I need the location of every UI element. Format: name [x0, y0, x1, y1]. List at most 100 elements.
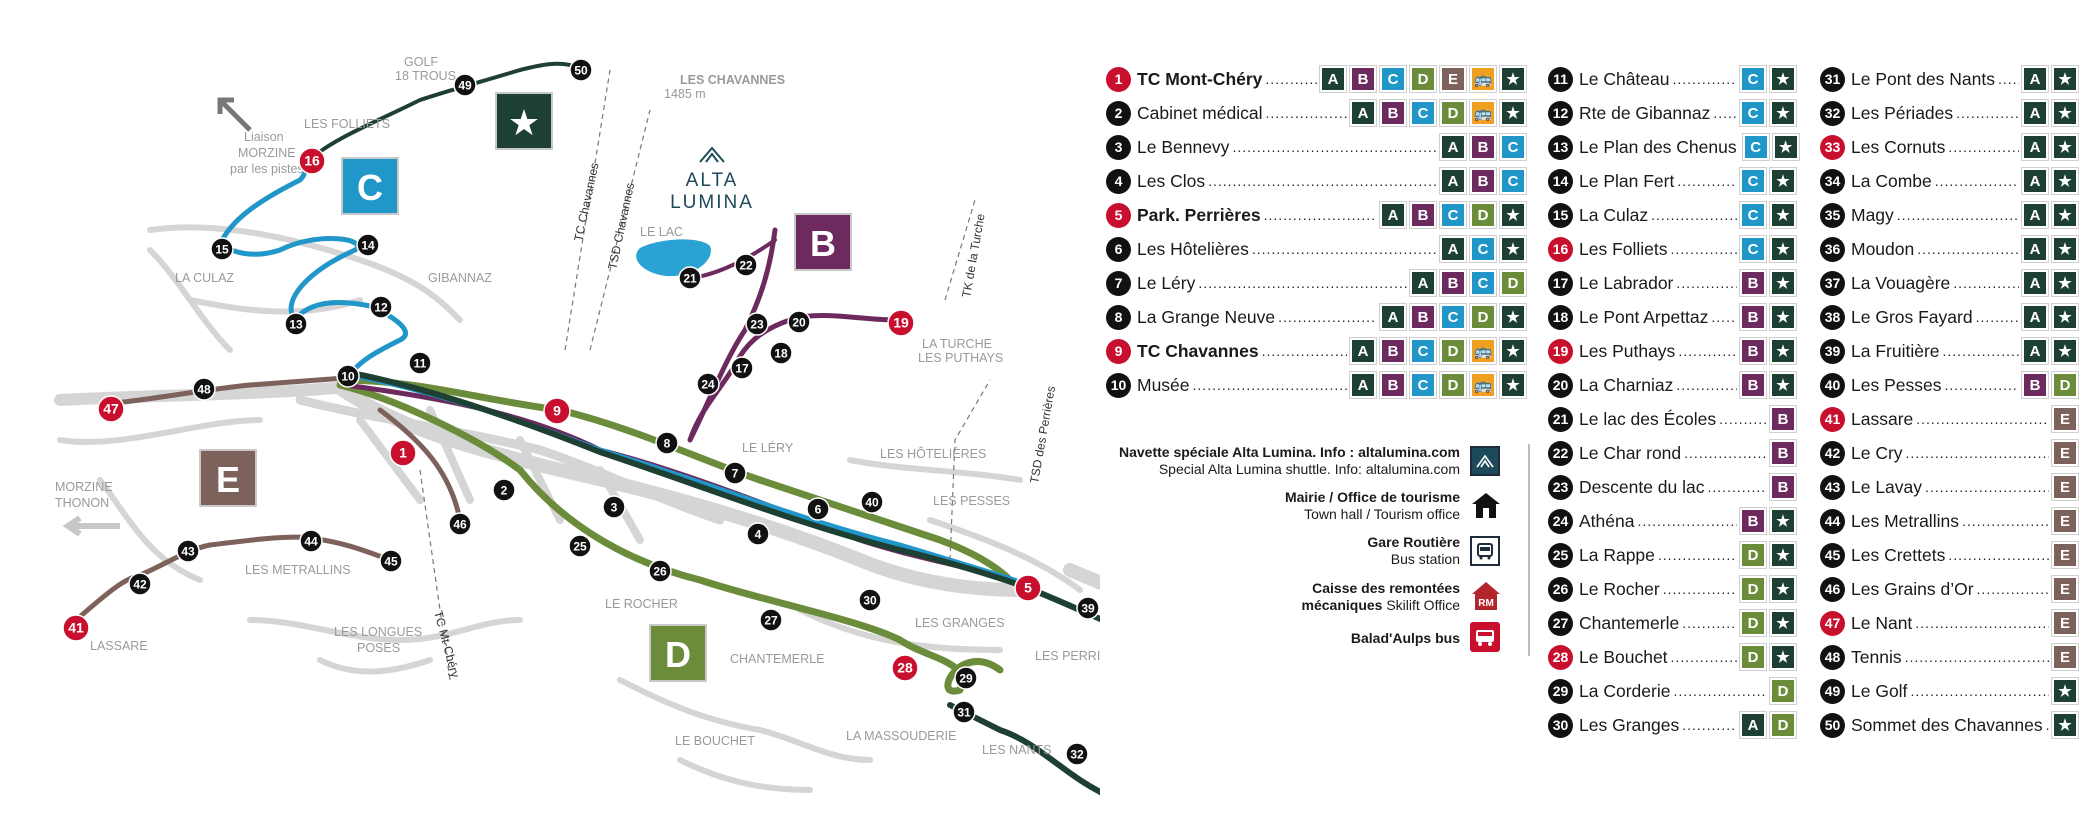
stop-marker-44[interactable]: 44 [299, 529, 323, 553]
line-badge-b: B [2021, 371, 2049, 399]
stop-marker-4[interactable]: 4 [746, 522, 770, 546]
place-label-turche2: LES PUTHAYS [918, 351, 1003, 365]
leader-dots [1676, 377, 1737, 393]
leader-dots [1925, 479, 2049, 495]
stop-marker-11[interactable]: 11 [408, 351, 432, 375]
line-badge-d: D [1439, 99, 1467, 127]
stop-marker-43[interactable]: 43 [176, 539, 200, 563]
stop-marker-41[interactable]: 41 [62, 614, 90, 642]
place-label-hotelieres: LES HÔTELIÈRES [880, 446, 986, 461]
line-badge-star: ★ [2051, 65, 2079, 93]
stop-marker-48[interactable]: 48 [192, 377, 216, 401]
stop-marker-47[interactable]: 47 [97, 395, 125, 423]
stop-marker-50[interactable]: 50 [569, 58, 593, 82]
stop-marker-9[interactable]: 9 [543, 397, 571, 425]
stop-marker-21[interactable]: 21 [678, 266, 702, 290]
stop-number-badge: 2 [1106, 100, 1131, 126]
stop-marker-number: 29 [959, 672, 973, 686]
stop-number-badge: 48 [1820, 644, 1845, 670]
leader-dots [1977, 581, 2049, 597]
key-gare-title: Gare Routière [1367, 534, 1460, 550]
stop-number-badge: 42 [1820, 440, 1845, 466]
stop-marker-circle [655, 431, 679, 455]
stop-marker-49[interactable]: 49 [453, 73, 477, 97]
stop-marker-31[interactable]: 31 [952, 700, 976, 724]
stop-marker-40[interactable]: 40 [860, 490, 884, 514]
stop-marker-25[interactable]: 25 [568, 534, 592, 558]
stop-row-3: 3Le BennevyABC [1106, 130, 1527, 164]
stop-marker-6[interactable]: 6 [806, 497, 830, 521]
place-label-metrallins: LES METRALLINS [245, 563, 351, 577]
stop-marker-13[interactable]: 13 [284, 312, 308, 336]
stop-name: La Culaz [1579, 204, 1649, 225]
leader-dots [1265, 105, 1347, 121]
stop-marker-17[interactable]: 17 [730, 356, 754, 380]
stop-marker-26[interactable]: 26 [648, 559, 672, 583]
stop-marker-15[interactable]: 15 [210, 237, 234, 261]
stop-marker-3[interactable]: 3 [602, 495, 626, 519]
stop-marker-circle [954, 666, 978, 690]
stop-marker-27[interactable]: 27 [759, 608, 783, 632]
stop-marker-32[interactable]: 32 [1065, 742, 1089, 766]
key-caisse-sub: Skilift Office [1386, 597, 1460, 613]
stop-marker-number: 48 [197, 383, 211, 397]
line-badge-b: B [1769, 405, 1797, 433]
stop-marker-12[interactable]: 12 [369, 295, 393, 319]
stop-marker-number: 1 [399, 445, 407, 461]
stop-marker-22[interactable]: 22 [734, 253, 758, 277]
line-badges: C★ [1739, 65, 1797, 93]
place-label-chavannes: LES CHAVANNES [680, 73, 785, 87]
stop-name: Le Golf [1851, 680, 1908, 701]
stop-marker-circle [210, 237, 234, 261]
line-badge-a: A [1739, 711, 1767, 739]
stop-marker-23[interactable]: 23 [745, 312, 769, 336]
line-badge-c: C [1469, 235, 1497, 263]
stop-marker-10[interactable]: 10 [336, 364, 360, 388]
line-badge-star: ★ [1499, 303, 1527, 331]
leader-dots [1658, 547, 1737, 563]
stop-marker-14[interactable]: 14 [356, 233, 380, 257]
stop-marker-45[interactable]: 45 [379, 549, 403, 573]
stop-row-7: 7Le LéryABCD [1106, 266, 1527, 300]
key-divider [1528, 444, 1530, 656]
stop-row-24: 24AthénaB★ [1548, 504, 1797, 538]
stop-marker-circle [806, 497, 830, 521]
stop-marker-42[interactable]: 42 [128, 572, 152, 596]
stop-marker-7[interactable]: 7 [723, 461, 747, 485]
stop-marker-19[interactable]: 19 [887, 309, 915, 337]
line-badge-c: C [1739, 167, 1767, 195]
stop-marker-30[interactable]: 30 [858, 588, 882, 612]
stop-number-badge: 36 [1820, 236, 1845, 262]
stop-marker-18[interactable]: 18 [769, 341, 793, 365]
stop-name: La Fruitière [1851, 340, 1940, 361]
stop-marker-8[interactable]: 8 [655, 431, 679, 455]
leader-dots [1198, 275, 1407, 291]
stop-name: Les Puthays [1579, 340, 1676, 361]
stop-marker-2[interactable]: 2 [492, 478, 516, 502]
zone-d-letter: D [665, 634, 691, 675]
stop-number-badge: 10 [1106, 372, 1131, 398]
stop-marker-5[interactable]: 5 [1014, 574, 1042, 602]
leader-dots [1897, 207, 2019, 223]
stop-marker-16[interactable]: 16 [298, 147, 326, 175]
stop-marker-20[interactable]: 20 [787, 310, 811, 334]
stop-number-badge: 13 [1548, 134, 1573, 160]
stop-marker-29[interactable]: 29 [954, 666, 978, 690]
leader-dots [1278, 309, 1377, 325]
stop-name: La Corderie [1579, 680, 1671, 701]
stop-marker-28[interactable]: 28 [891, 654, 919, 682]
stop-marker-39[interactable]: 39 [1076, 596, 1100, 620]
stop-marker-24[interactable]: 24 [696, 372, 720, 396]
stop-marker-46[interactable]: 46 [448, 512, 472, 536]
stop-marker-circle [379, 549, 403, 573]
line-badge-c: C [1439, 303, 1467, 331]
stop-marker-1[interactable]: 1 [389, 439, 417, 467]
leader-dots [1682, 717, 1737, 733]
